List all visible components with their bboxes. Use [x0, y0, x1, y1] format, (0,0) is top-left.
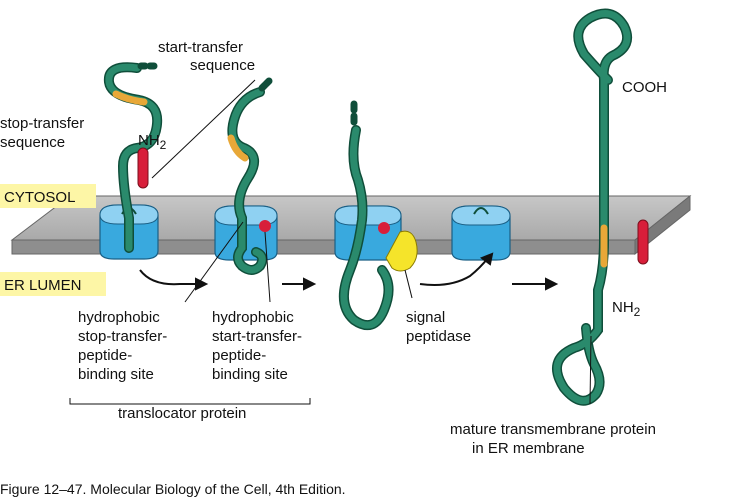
- label-start-transfer-line2: sequence: [190, 57, 255, 74]
- label-hydrophobic-start-2: start-transfer-: [212, 328, 302, 345]
- signal-sequence-stage-2: [259, 220, 271, 232]
- label-translocator-protein: translocator protein: [118, 405, 246, 422]
- label-hydrophobic-stop-2: stop-transfer-: [78, 328, 167, 345]
- cleaved-signal-peptide: [637, 219, 649, 265]
- label-hydrophobic-stop-1: hydrophobic: [78, 309, 160, 326]
- label-hydrophobic-start-4: binding site: [212, 366, 288, 383]
- label-cytosol: CYTOSOL: [4, 189, 75, 206]
- label-hydrophobic-stop-3: peptide-: [78, 347, 132, 364]
- mature-protein: [551, 8, 632, 406]
- label-hydrophobic-stop-4: binding site: [78, 366, 154, 383]
- label-start-transfer-line1: start-transfer: [158, 39, 243, 56]
- label-hydrophobic-start-1: hydrophobic: [212, 309, 294, 326]
- signal-sequence-stage-3: [378, 222, 390, 234]
- label-signal-peptidase-2: peptidase: [406, 328, 471, 345]
- er-lumen-highlight: [0, 272, 106, 296]
- label-mature-line1: mature transmembrane protein: [450, 421, 656, 438]
- translocator-channel-4: [451, 205, 511, 261]
- label-nh2-bottom: NH2: [612, 299, 641, 319]
- leader-lines: [69, 79, 592, 405]
- label-mature-line2: in ER membrane: [472, 440, 585, 457]
- label-signal-peptidase-1: signal: [406, 309, 445, 326]
- process-arrows: [139, 252, 559, 291]
- label-er-lumen: ER LUMEN: [4, 277, 82, 294]
- label-stop-transfer-line2: sequence: [0, 134, 65, 151]
- protein-chain-stage-2: [227, 77, 273, 275]
- protein-chain-stage-3: [339, 100, 394, 331]
- label-cooh: COOH: [622, 79, 667, 96]
- cytosol-highlight: [0, 184, 96, 208]
- label-hydrophobic-start-3: peptide-: [212, 347, 266, 364]
- label-stop-transfer-line1: stop-transfer: [0, 115, 84, 132]
- translocator-channel-3: [334, 205, 402, 261]
- signal-peptidase: [385, 230, 418, 272]
- protein-chain-stage-1: [103, 62, 163, 253]
- signal-sequence-stage-1: [137, 147, 149, 189]
- figure-caption: Figure 12–47. Molecular Biology of the C…: [0, 481, 346, 497]
- label-nh2-top: NH2: [138, 132, 167, 152]
